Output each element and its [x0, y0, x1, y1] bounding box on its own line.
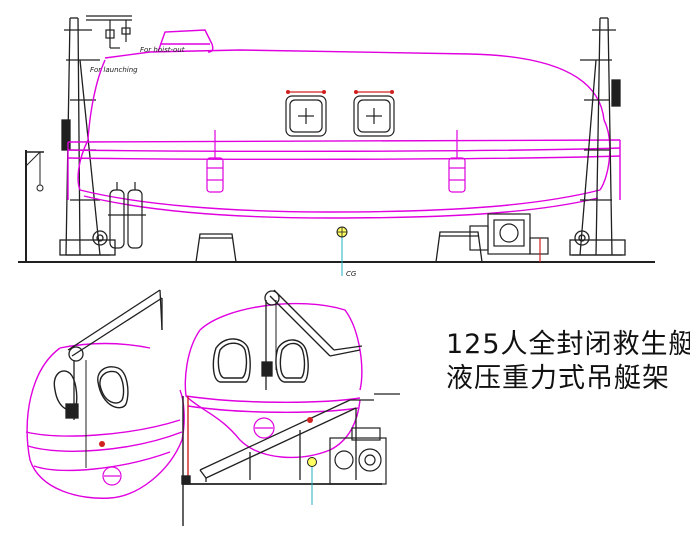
side-elevation-view: CG For launching For hoist-out — [18, 15, 655, 278]
section-view-deployed — [181, 289, 400, 526]
davit-arm-deployed — [261, 289, 363, 390]
hoist-beam — [86, 15, 132, 49]
section-view-stowed — [25, 289, 185, 499]
launching-label: For launching — [90, 66, 138, 74]
fender-section-stowed — [102, 466, 122, 486]
left-davit-frame — [59, 17, 116, 256]
fender-right — [448, 130, 466, 193]
davit-arm-stowed — [65, 289, 163, 468]
hatch-right — [353, 90, 395, 137]
vertical-guide — [181, 396, 191, 526]
title-line-2: 液压重力式吊艇架 — [446, 363, 670, 394]
cg-label: CG — [346, 270, 357, 278]
winch-box — [329, 427, 387, 485]
right-davit-frame — [569, 17, 626, 256]
title-line-1: 125人全封闭救生艇 — [446, 329, 690, 360]
fender-section-deployed — [253, 417, 275, 439]
boat-section-stowed — [25, 342, 185, 499]
boat-section-deployed — [184, 302, 363, 459]
hydraulic-unit — [469, 213, 549, 262]
red-marker-section — [307, 417, 313, 423]
foundation-right — [435, 231, 483, 263]
foundation-left — [195, 233, 237, 263]
gas-bottles — [108, 182, 146, 249]
cg-marker-section — [307, 457, 317, 505]
lifeboat-hull — [67, 29, 621, 219]
cg-marker — [336, 226, 348, 276]
recovery-label: For hoist-out — [140, 46, 185, 54]
launching-ramp — [199, 393, 400, 482]
red-marker — [99, 441, 105, 447]
fender-left — [206, 130, 224, 193]
drawing-title-block: 125人全封闭救生艇 液压重力式吊艇架 — [446, 328, 690, 396]
left-small-post — [25, 150, 44, 262]
hatch-left — [285, 90, 327, 137]
